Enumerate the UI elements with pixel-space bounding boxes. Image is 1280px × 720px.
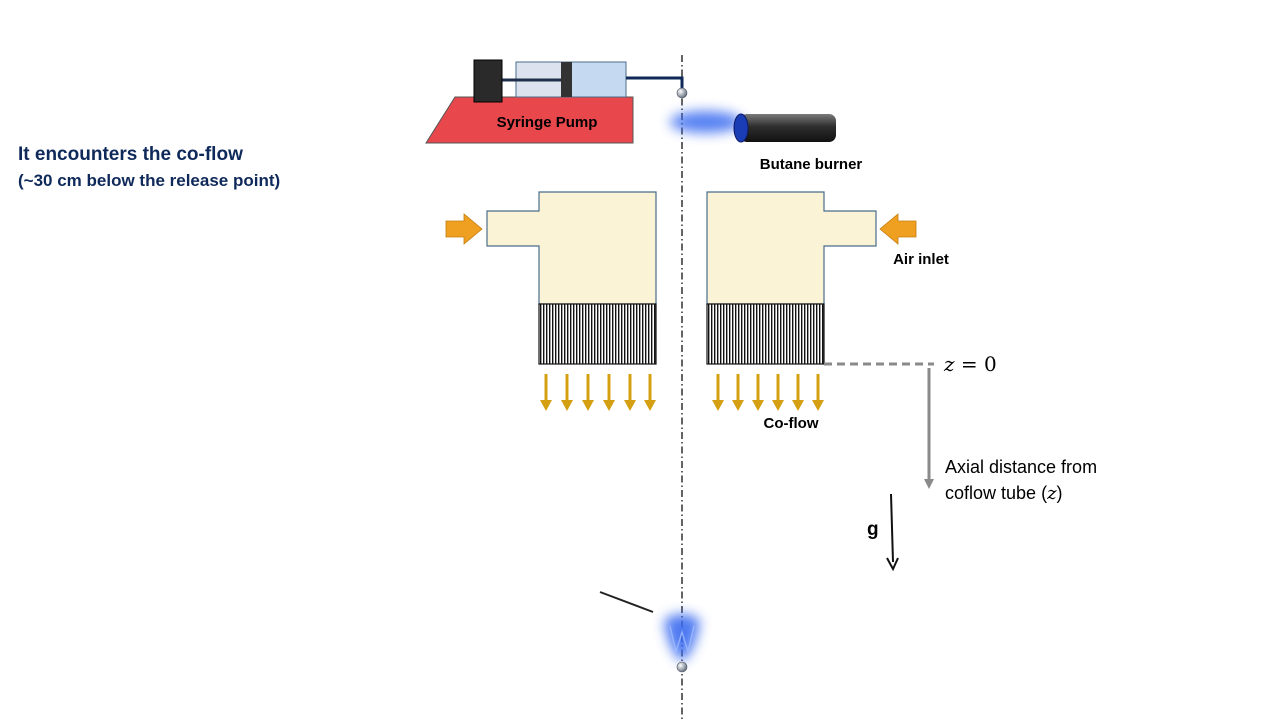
syringe-pump: Syringe Pump <box>425 59 684 144</box>
coflow-arrow <box>540 374 552 411</box>
pump-pusher-block <box>473 59 503 103</box>
axial-z-variable: z <box>1047 483 1057 504</box>
axial-line-1: Axial distance from <box>945 457 1098 477</box>
coflow-arrow <box>561 374 573 411</box>
honeycomb-right <box>706 303 825 365</box>
feed-tube <box>626 76 684 92</box>
co-flow-label: Co-flow <box>764 415 819 432</box>
coflow-arrow <box>624 374 636 411</box>
droplet-top <box>676 87 688 99</box>
air-inlet-label: Air inlet <box>893 251 949 268</box>
z-equals-zero: = 0 <box>954 352 997 376</box>
coflow-chamber-left <box>486 191 657 365</box>
coflow-arrow <box>772 374 784 411</box>
burner-nozzle <box>733 113 749 143</box>
air-inlet-arrow-left <box>445 213 483 245</box>
coflow-arrow <box>812 374 824 411</box>
axial-line-2-text: coflow tube <box>945 483 1042 503</box>
slide-caption: It encounters the co-flow (~30 cm below … <box>18 142 308 194</box>
coflow-arrow <box>644 374 656 411</box>
coflow-arrow <box>732 374 744 411</box>
plunger-head <box>561 62 572 97</box>
caption-heading: It encounters the co-flow <box>18 144 243 165</box>
z-variable: z <box>944 352 955 376</box>
gravity-arrow <box>886 493 899 572</box>
caption-subtext: (~30 cm below the release point) <box>18 171 281 190</box>
butane-burner-label: Butane burner <box>760 156 863 173</box>
droplet-bottom <box>676 661 688 673</box>
z-zero-label: z = 0 <box>944 352 997 376</box>
butane-burner <box>733 113 836 143</box>
axial-distance-label: Axial distance from coflow tube (z) <box>945 454 1097 507</box>
burner-tube <box>740 114 836 142</box>
pointer-line <box>599 591 654 613</box>
syringe-pump-label: Syringe Pump <box>497 114 598 131</box>
coflow-arrow <box>792 374 804 411</box>
gravity-label: g <box>867 519 879 540</box>
ignition-flame <box>670 111 742 133</box>
coflow-arrow <box>603 374 615 411</box>
honeycomb-left <box>538 303 657 365</box>
droplet-flame <box>664 614 700 662</box>
coflow-arrow <box>582 374 594 411</box>
coflow-arrow <box>752 374 764 411</box>
flame-inner <box>669 625 695 655</box>
coflow-arrows-left <box>540 374 656 411</box>
air-inlet-arrow-right <box>879 213 917 245</box>
coflow-arrow <box>712 374 724 411</box>
axial-line-2: coflow tube (z) <box>945 483 1063 504</box>
coflow-chamber-right <box>706 191 877 365</box>
coflow-arrows-right <box>712 374 824 411</box>
